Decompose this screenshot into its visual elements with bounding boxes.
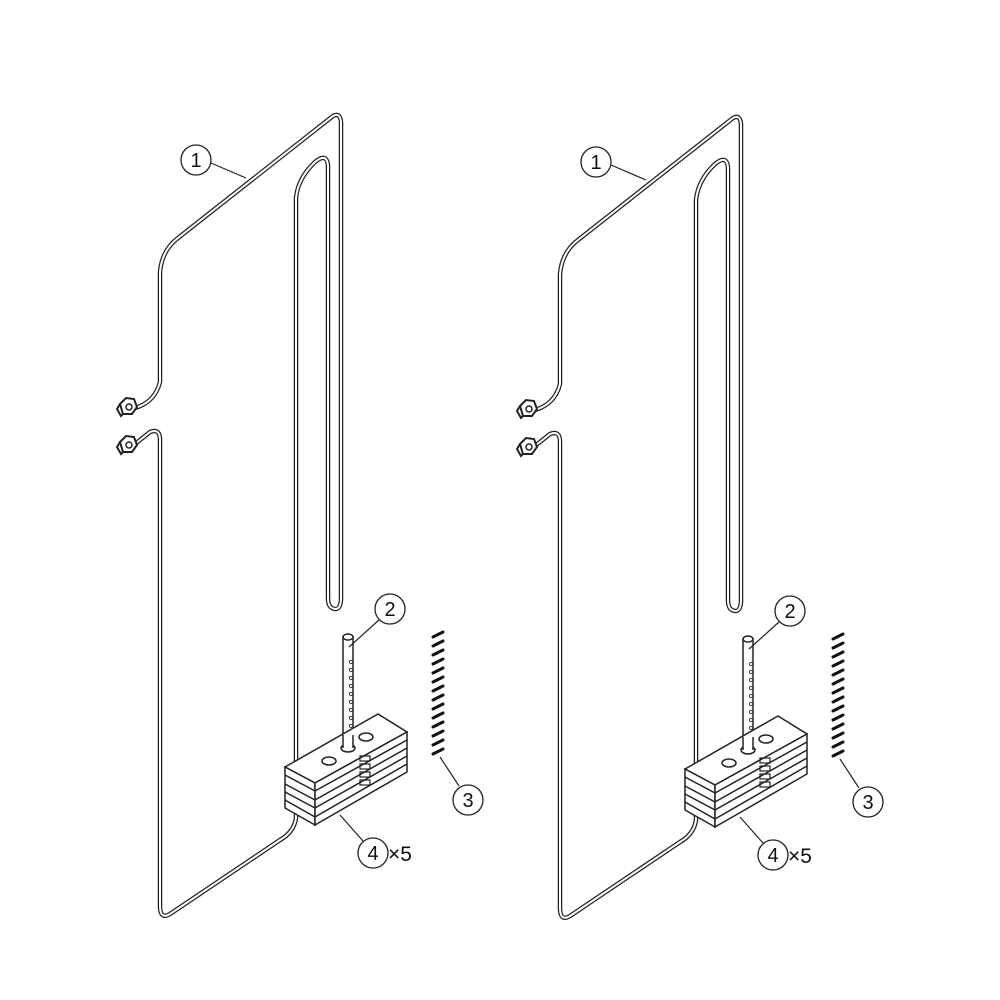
assembly-drawing [517,117,883,918]
callout-tube: 1 [190,150,201,172]
callout-rod: 2 [784,601,795,623]
callout-weight: 4 [367,843,378,865]
callout-weight: 4 [767,845,778,867]
callout-rod: 2 [384,599,395,621]
assembly-left: 1 2 3 4 ×5 [117,115,483,916]
weight-quantity: ×5 [788,845,812,868]
weight-quantity: ×5 [388,843,412,866]
callout-spring: 3 [862,792,873,814]
assembly-right: 1 2 3 4 ×5 [517,117,883,918]
callout-spring: 3 [462,790,473,812]
assembly-drawing [117,115,483,916]
callout-tube: 1 [590,152,601,174]
